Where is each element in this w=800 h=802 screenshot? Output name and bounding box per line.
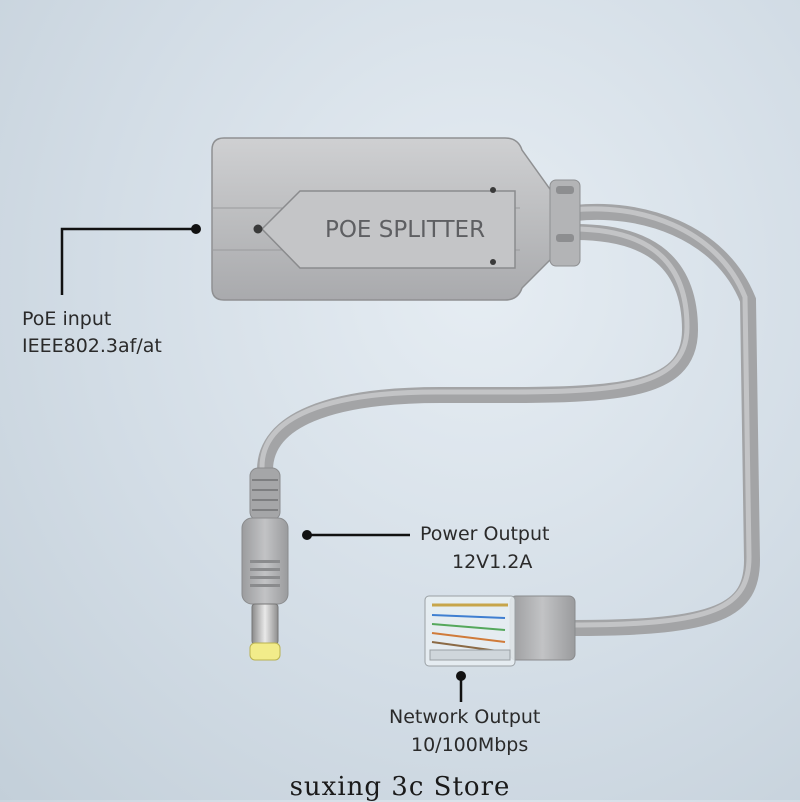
network-output-title: Network Output	[389, 706, 541, 728]
poe-input-dot	[191, 224, 201, 234]
rj45-plug	[424, 595, 576, 667]
store-watermark: suxing 3c Store	[289, 772, 511, 802]
label-chevron	[260, 190, 516, 269]
cables	[257, 203, 761, 636]
power-output-dot	[302, 530, 312, 540]
power-output-spec: 12V1.2A	[452, 551, 533, 573]
housing-label: POE SPLITTER	[325, 217, 485, 243]
network-output-spec: 10/100Mbps	[411, 734, 529, 756]
power-output-title: Power Output	[420, 523, 550, 545]
network-cable	[567, 203, 761, 636]
poe-input-spec: IEEE802.3af/at	[22, 335, 162, 357]
splitter-housing	[211, 137, 581, 301]
poe-input-leader	[60, 227, 195, 295]
network-output-dot	[456, 671, 466, 681]
poe-input-title: PoE input	[22, 308, 112, 330]
dc-barrel-plug	[241, 467, 289, 661]
indicator-dot	[253, 224, 263, 234]
